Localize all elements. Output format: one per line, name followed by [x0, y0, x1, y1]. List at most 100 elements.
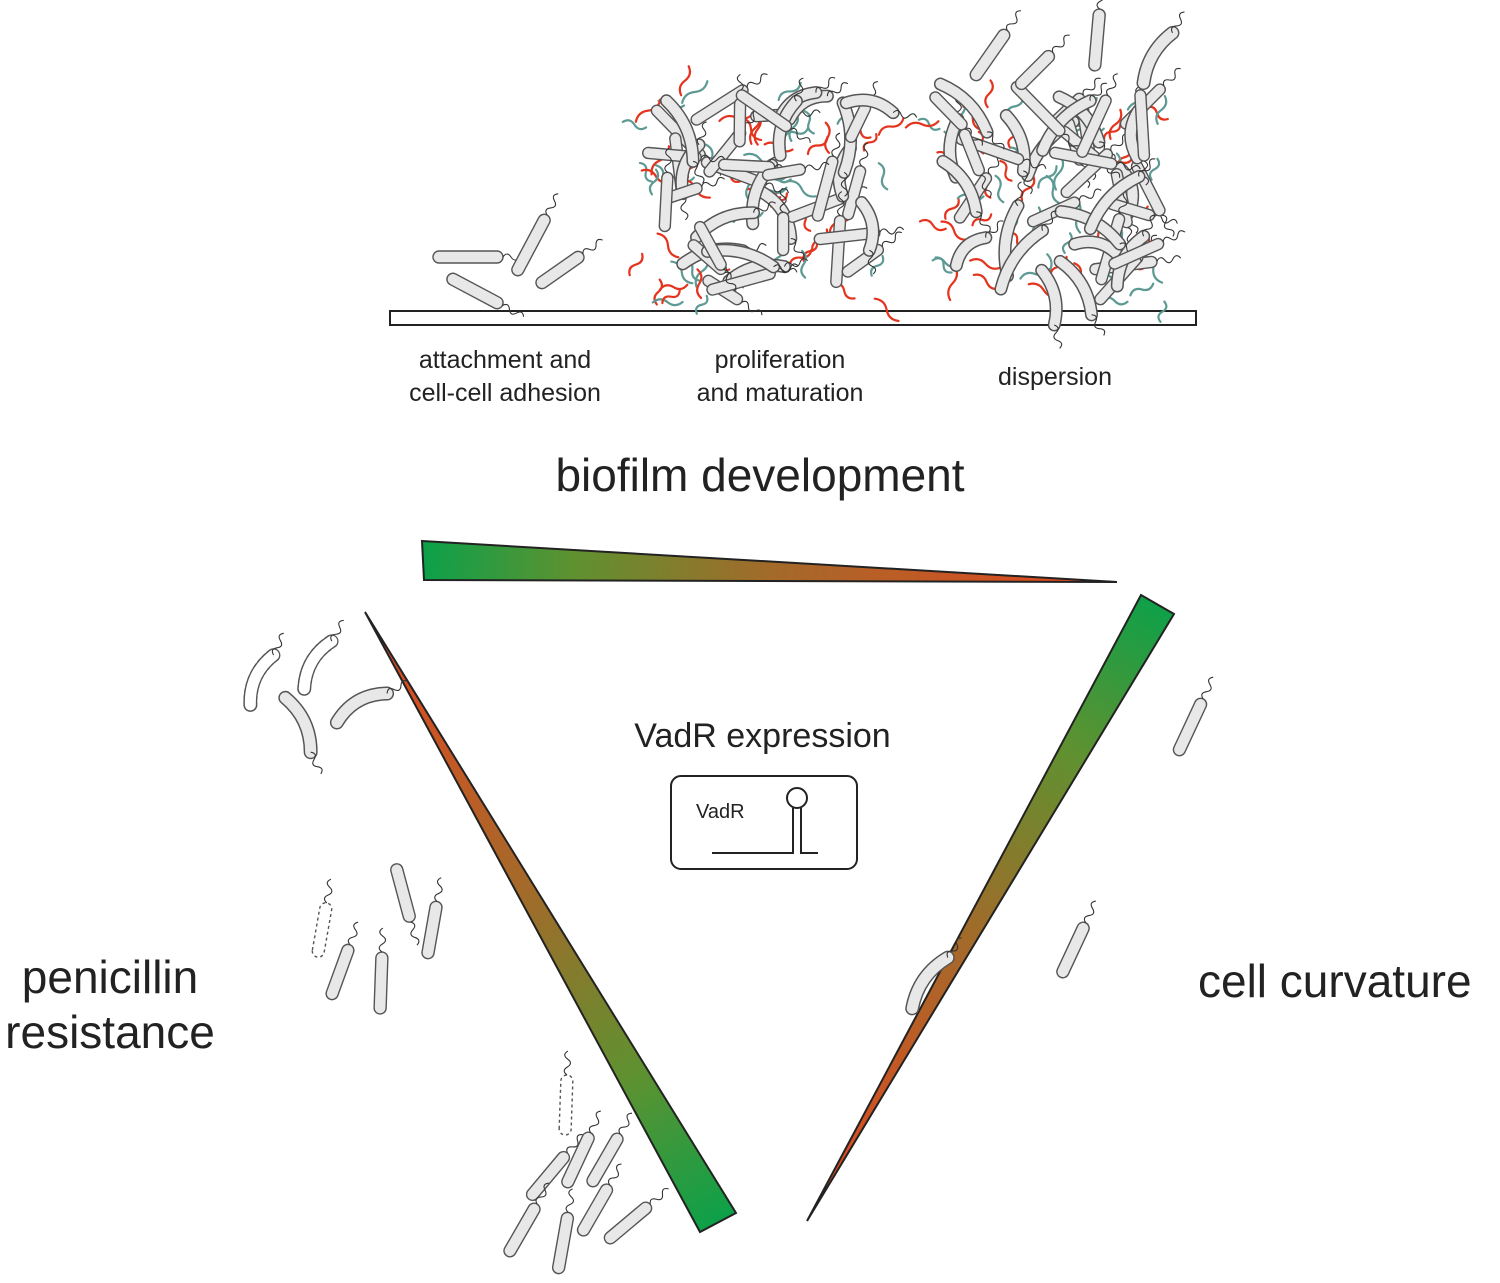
vadr-gene-label: VadR: [696, 801, 745, 823]
penicillin-resistance-title: penicillin resistance: [0, 950, 230, 1060]
substrate-surface: [389, 310, 1197, 326]
bacterium-cell: [1083, 158, 1156, 236]
bacterium-cell: [325, 921, 359, 1001]
bacterium-cell: [1108, 230, 1186, 270]
bacterium-cell: [1053, 254, 1106, 336]
matrix-fiber: [1129, 282, 1155, 297]
bacterium-cell: [659, 94, 705, 184]
matrix-fiber: [904, 120, 940, 129]
matrix-fiber: [862, 133, 878, 152]
matrix-fiber: [1102, 122, 1122, 142]
bacterium-cell: [511, 193, 559, 277]
bacterium-cell: [761, 161, 830, 182]
matrix-fiber: [870, 254, 885, 277]
matrix-fiber: [696, 268, 703, 300]
bacterium-cell: [1026, 188, 1102, 228]
bacterium-cell: [446, 272, 525, 317]
bacterium-cell: [994, 210, 1057, 296]
bacterium-cell: [1014, 34, 1070, 91]
bacterium-cell: [1172, 676, 1214, 757]
stage-label-attachment-line2: cell-cell adhesion: [409, 378, 601, 407]
hairpin-icon: [712, 787, 818, 854]
bacterium-cell: [390, 863, 420, 946]
matrix-fiber: [1108, 108, 1123, 140]
bacterium-cell: [1088, 0, 1106, 72]
stage-label-proliferation-line1: proliferation: [714, 346, 846, 374]
bacterium-cell: [373, 927, 389, 1015]
bacterium-cell: [311, 878, 333, 958]
bacterium-cell: [776, 187, 790, 257]
matrix-fiber: [1148, 157, 1161, 181]
dispersion-cluster: [904, 0, 1186, 349]
matrix-fiber: [873, 297, 900, 323]
penicillin-line1: penicillin: [21, 951, 199, 1003]
biofilm-development-title: biofilm development: [555, 449, 965, 501]
stage-label-proliferation-line2: and maturation: [696, 378, 864, 407]
bacterium-cell: [936, 154, 991, 233]
matrix-fiber: [678, 65, 692, 97]
bacterium-cell: [735, 89, 811, 143]
matrix-fiber: [918, 218, 947, 232]
matrix-fiber: [1157, 300, 1168, 323]
bacterium-cell: [905, 937, 962, 1016]
matrix-fiber: [670, 260, 694, 285]
penicillin-gradient-wedge: [364, 611, 738, 1234]
matrix-fiber: [944, 197, 960, 220]
bacterium-cell: [1036, 82, 1107, 157]
matrix-fiber: [777, 81, 802, 102]
bacterium-cell: [658, 147, 674, 233]
stage-label-attachment: attachment and cell-cell adhesion: [380, 344, 630, 409]
matrix-fiber: [634, 98, 662, 123]
matrix-fiber: [917, 117, 941, 131]
bacterium-cell: [949, 220, 1004, 273]
maturation-cluster: [621, 65, 918, 323]
matrix-fiber: [786, 179, 818, 198]
bacterium-cell: [1035, 263, 1063, 349]
bacterium-cell: [811, 132, 841, 222]
matrix-fiber: [788, 248, 813, 267]
bacterium-cell: [999, 109, 1033, 195]
matrix-fiber: [800, 249, 807, 279]
vadr-expression-title: VadR expression: [634, 717, 891, 755]
bacterium-cell: [535, 238, 603, 290]
bacterium-cell: [297, 619, 344, 696]
matrix-fiber: [940, 220, 968, 241]
bacterium-cell: [586, 1112, 633, 1188]
matrix-fiber: [651, 298, 684, 307]
bacterium-cell: [839, 93, 918, 120]
bacterium-cell: [561, 1110, 601, 1189]
stage-label-dispersion: dispersion: [950, 361, 1160, 394]
bacterium-cell: [693, 220, 737, 291]
matrix-fiber: [971, 213, 993, 227]
matrix-fiber: [984, 79, 994, 109]
matrix-fiber: [628, 252, 644, 277]
bacterium-cell: [933, 77, 1005, 150]
penicillin-line2: resistance: [5, 1006, 215, 1059]
matrix-fiber: [621, 119, 648, 131]
bacterium-cell: [503, 1182, 550, 1258]
attachment-cells: [432, 193, 603, 317]
bacterium-cell: [1134, 89, 1151, 186]
curvature-gradient-wedge: [806, 593, 1176, 1222]
biofilm-gradient-wedge: [420, 539, 1118, 583]
matrix-fiber: [783, 127, 810, 139]
stage-label-proliferation: proliferation and maturation: [660, 344, 900, 409]
matrix-fiber: [994, 174, 1005, 204]
bacterium-cell: [855, 196, 880, 275]
bacterium-cell: [1136, 11, 1185, 91]
bacterium-cell: [432, 250, 528, 264]
bacterium-cell: [1076, 73, 1118, 158]
vadr-box: [670, 775, 858, 870]
matrix-fiber: [1155, 94, 1168, 125]
matrix-fiber: [661, 289, 681, 305]
matrix-fiber: [969, 258, 1003, 270]
bacterium-cell: [603, 1187, 669, 1245]
matrix-fiber: [877, 162, 889, 191]
matrix-fiber: [656, 232, 680, 259]
bacterium-cell: [278, 690, 323, 775]
bacterium-cell: [813, 226, 905, 246]
bacterium-cell: [576, 1163, 622, 1237]
matrix-fiber: [824, 121, 831, 154]
bacterium-cell: [690, 73, 768, 126]
bacterium-cell: [558, 1050, 574, 1136]
